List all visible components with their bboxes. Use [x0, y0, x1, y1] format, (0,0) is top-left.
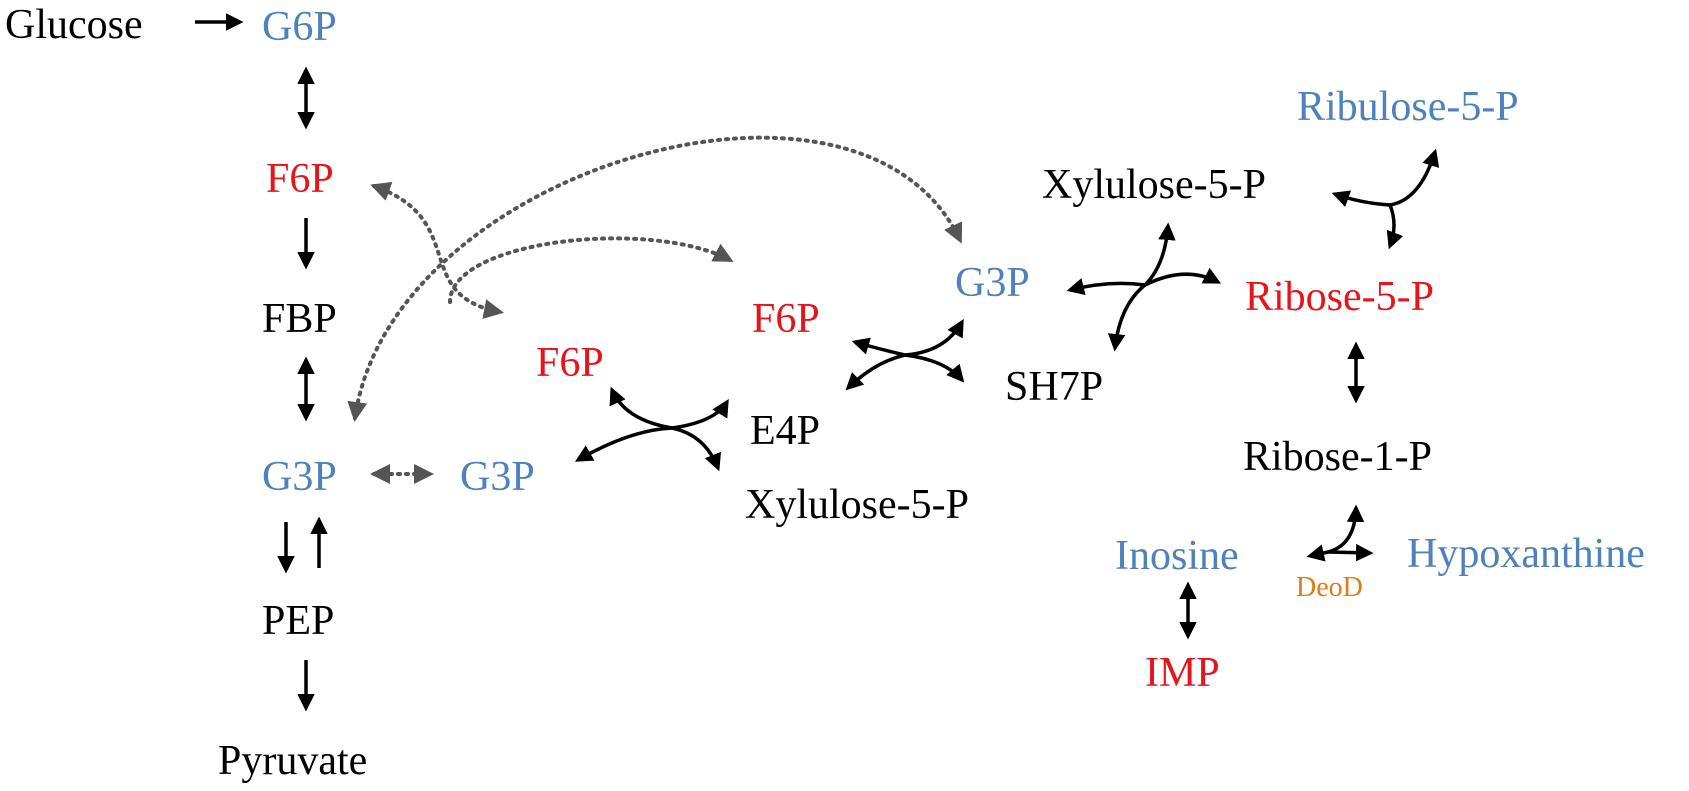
arrow-tk2-to-xylulose — [1143, 222, 1176, 287]
xylulose-5p-upper-label: Xylulose-5-P — [1042, 162, 1266, 208]
arrow-tk2-to-ribose5p — [1144, 267, 1222, 287]
pep-label: PEP — [262, 598, 335, 644]
arrow-tk1-to-f6p — [609, 386, 673, 430]
g3p-mid-label: G3P — [460, 454, 535, 500]
dotted-arrow-g3p-left-to-g3p-right — [347, 135, 963, 422]
arrow-epi-to-ribose5p — [1386, 204, 1404, 250]
dotted-arrow-to-f6p-upper — [448, 236, 734, 304]
sh7p-label: SH7P — [1005, 364, 1104, 410]
pyruvate-label: Pyruvate — [218, 738, 368, 784]
f6p-top-label: F6P — [266, 156, 334, 202]
deod-enzyme-label: DeoD — [1296, 572, 1363, 603]
arrow-tk2-to-g3p — [1066, 278, 1146, 296]
g3p-right-label: G3P — [955, 260, 1030, 306]
f6p-lower-label: F6P — [536, 340, 604, 386]
arrow-epi-to-xylulose — [1331, 190, 1391, 207]
hypoxanthine-label: Hypoxanthine — [1407, 531, 1645, 577]
arrow-deod-to-inosine — [1306, 544, 1329, 562]
arrow-tk2-to-sh7p — [1107, 283, 1147, 352]
ribulose-5p-label: Ribulose-5-P — [1297, 84, 1519, 130]
ribose-1p-label: Ribose-1-P — [1243, 434, 1432, 480]
g3p-left-label: G3P — [262, 454, 337, 500]
arrow-tk1-to-xylulose — [671, 426, 722, 472]
arrow-ta-to-sh7p — [904, 353, 965, 383]
arrow-deod-to-ribose1p — [1327, 504, 1365, 554]
imp-label: IMP — [1145, 650, 1220, 696]
arrow-deod-to-hypoxanthine — [1327, 543, 1374, 562]
g6p-label: G6P — [262, 4, 337, 50]
arrow-ta-to-f6p — [851, 337, 906, 357]
dotted-arrow-f6p-to-g3p-mid — [370, 181, 504, 319]
glucose-label: Glucose — [5, 2, 143, 48]
arrow-tk1-to-e4p — [671, 399, 729, 430]
f6p-upper-label: F6P — [752, 296, 820, 342]
inosine-label: Inosine — [1115, 533, 1239, 579]
xylulose-5p-lower-label: Xylulose-5-P — [745, 482, 969, 528]
arrow-ta-to-g3p — [904, 318, 964, 357]
e4p-label: E4P — [750, 408, 821, 454]
fbp-label: FBP — [262, 296, 337, 342]
ribose-5p-label: Ribose-5-P — [1245, 274, 1434, 320]
arrow-ta-to-e4p — [845, 353, 906, 391]
arrow-epi-to-ribulose — [1389, 148, 1440, 207]
arrow-tk1-to-g3p — [574, 426, 673, 462]
